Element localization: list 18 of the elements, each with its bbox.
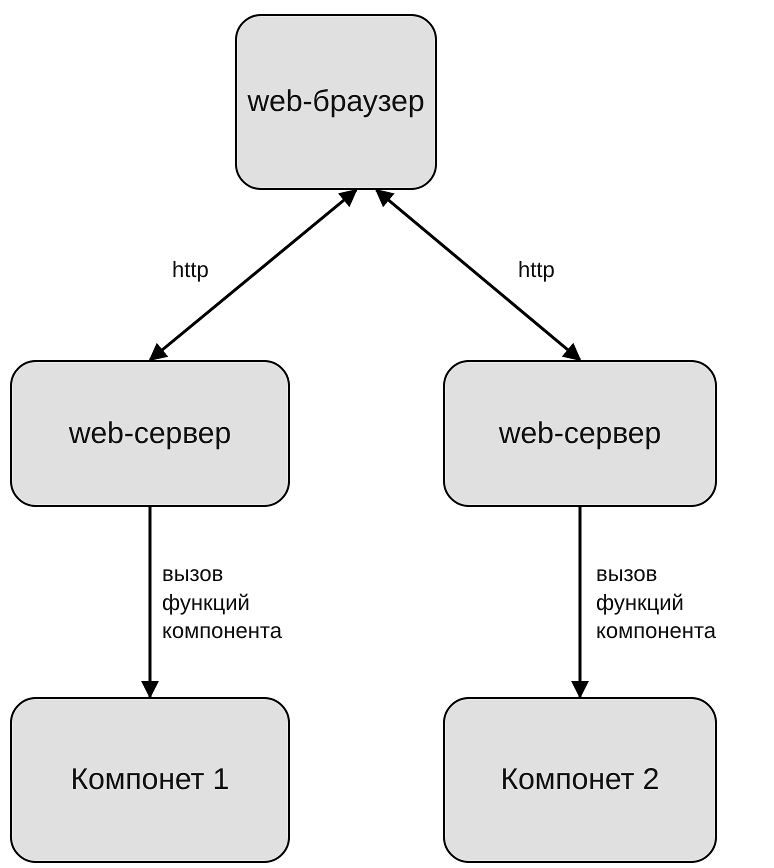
arrow xyxy=(141,507,159,699)
edge-label: вызов функций компонента xyxy=(596,560,717,646)
node-label: web-сервер xyxy=(68,416,232,450)
node-label: web-браузер xyxy=(247,85,425,119)
process-box xyxy=(443,360,717,507)
node-label: web-сервер xyxy=(498,416,662,450)
process-box xyxy=(10,697,290,863)
arrow xyxy=(148,188,358,362)
edge-label: http xyxy=(518,256,556,284)
process-box xyxy=(10,360,290,507)
arrow xyxy=(375,188,582,362)
arrow xyxy=(571,507,589,699)
process-box xyxy=(235,14,437,190)
edge-label: вызов функций компонента xyxy=(162,560,283,646)
node-label: Компонет 2 xyxy=(500,763,660,797)
edge-label: http xyxy=(172,256,210,284)
node-label: Компонет 1 xyxy=(70,763,230,797)
process-box xyxy=(443,697,717,863)
